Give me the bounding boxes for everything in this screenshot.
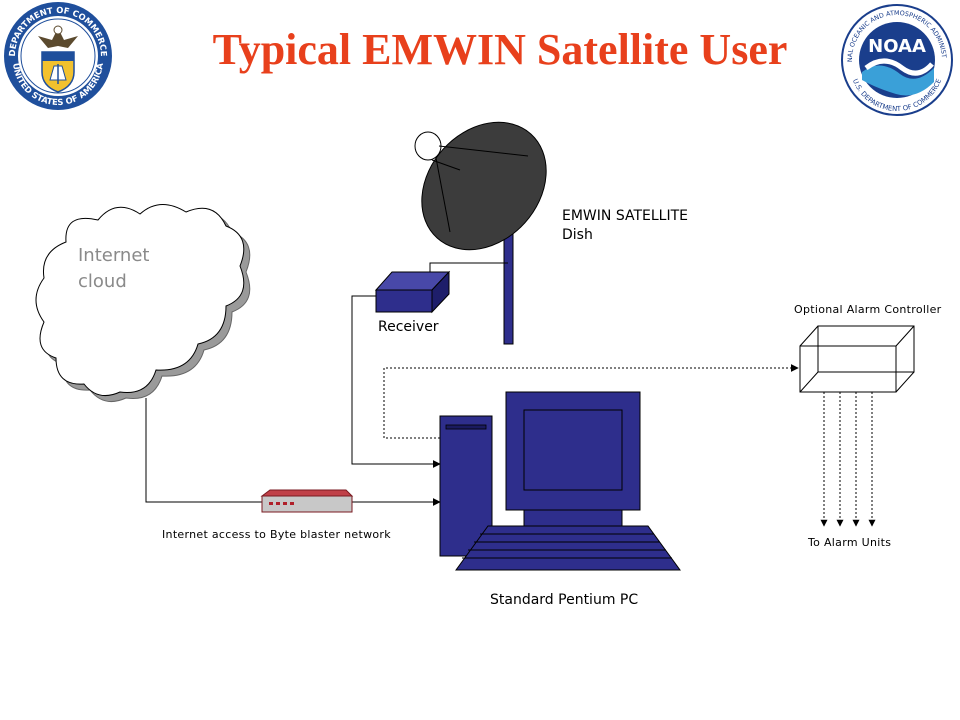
internet-cloud xyxy=(35,204,251,403)
slide-title: Typical EMWIN Satellite User xyxy=(212,25,788,74)
internet-access-label: Internet access to Byte blaster network xyxy=(162,528,391,541)
dish-label: EMWIN SATELLITE Dish xyxy=(562,208,688,243)
alarm-output-lines xyxy=(820,392,876,527)
internet-cloud-label: Internet cloud xyxy=(78,245,150,292)
receiver-box xyxy=(374,270,451,314)
alarm-units-label: To Alarm Units xyxy=(808,536,892,549)
router-device xyxy=(260,489,354,513)
pc-label: Standard Pentium PC xyxy=(490,592,639,608)
alarm-controller-box xyxy=(799,325,915,393)
pc-monitor xyxy=(505,391,641,527)
alarm-controller-label: Optional Alarm Controller xyxy=(794,303,942,316)
noaa-center-text: NOAA xyxy=(868,36,926,57)
pc-keyboard xyxy=(455,525,681,571)
receiver-label: Receiver xyxy=(378,319,439,335)
department-of-commerce-seal-icon: DEPARTMENT OF COMMERCE UNITED STATES OF … xyxy=(4,2,112,110)
noaa-logo-icon: NATIONAL OCEANIC AND ATMOSPHERIC ADMINIS… xyxy=(840,2,953,116)
satellite-dish xyxy=(414,121,547,345)
